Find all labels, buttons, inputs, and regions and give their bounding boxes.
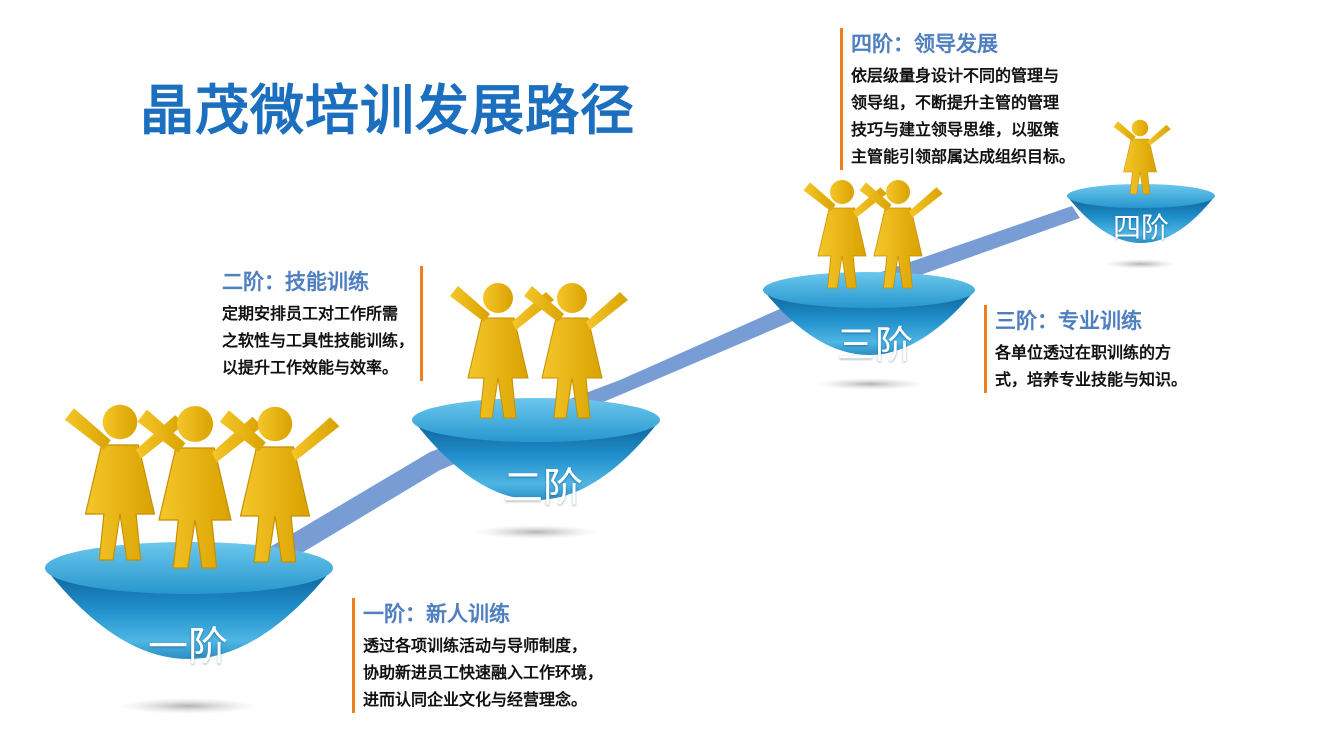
description-line: 各单位透过在职训练的方 — [995, 343, 1172, 362]
description-line: 技巧与建立领导思维，以驱策 — [851, 120, 1060, 139]
figure-group-4 — [1113, 119, 1172, 195]
stage-3-text: 各单位透过在职训练的方 式，培养专业技能与知识。 — [995, 339, 1187, 393]
stage-2-text: 定期安排员工对工作所需 之软性与工具性技能训练， 以提升工作效能与效率。 — [222, 300, 414, 381]
stage-4-badge: 四阶 — [1112, 211, 1169, 244]
platform-shadow — [816, 378, 924, 390]
stage-2-platform — [412, 282, 660, 539]
platform-top — [1067, 184, 1215, 208]
stage-4-platform — [1067, 119, 1215, 269]
stage-3-description: 三阶：专业训练 各单位透过在职训练的方 式，培养专业技能与知识。 — [984, 305, 1187, 393]
stage-4-text: 依层级量身设计不同的管理与 领导组，不断提升主管的管理 技巧与建立领导思维，以驱… — [851, 62, 1075, 170]
stage-2-description: 二阶：技能训练 定期安排员工对工作所需 之软性与工具性技能训练， 以提升工作效能… — [212, 266, 424, 381]
description-line: 之软性与工具性技能训练， — [222, 331, 415, 350]
stage-2-badge: 二阶 — [503, 465, 583, 511]
stage-3-badge: 三阶 — [836, 323, 913, 367]
description-line: 透过各项训练活动与导师制度， — [363, 636, 588, 655]
stage-1-badge: 一阶 — [148, 624, 228, 670]
platform-bowl — [1067, 196, 1215, 243]
progress-path — [248, 206, 1080, 572]
platform-bowl — [45, 568, 333, 659]
platform-shadow — [118, 698, 258, 714]
platform-top — [412, 398, 660, 442]
stage-3-heading: 三阶：专业训练 — [995, 309, 1142, 333]
description-line: 进而认同企业文化与经营理念。 — [363, 690, 588, 709]
stage-1-platform — [45, 404, 340, 714]
description-line: 式，培养专业技能与知识。 — [995, 370, 1188, 389]
stage-3-platform — [763, 179, 975, 390]
stage-4-description: 四阶：领导发展 依层级量身设计不同的管理与 领导组，不断提升主管的管理 技巧与建… — [840, 28, 1075, 170]
stage-1-text: 透过各项训练活动与导师制度， 协助新进员工快速融入工作环境， 进而认同企业文化与… — [363, 632, 603, 713]
person-figure — [859, 179, 944, 289]
platform-shadow — [474, 525, 598, 539]
person-figure — [1113, 119, 1172, 195]
platform-shadow — [1105, 259, 1177, 269]
platform-bowl — [763, 290, 975, 355]
stage-4-heading: 四阶：领导发展 — [851, 32, 998, 56]
description-line: 定期安排员工对工作所需 — [222, 304, 399, 323]
description-line: 协助新进员工快速融入工作环境， — [363, 663, 604, 682]
platform-top — [763, 272, 975, 308]
platform-bowl — [413, 420, 660, 500]
stage-2-heading: 二阶：技能训练 — [222, 270, 369, 294]
description-line: 以提升工作效能与效率。 — [222, 358, 399, 377]
description-line: 领导组，不断提升主管的管理 — [851, 93, 1060, 112]
stage-1-description: 一阶：新人训练 透过各项训练活动与导师制度， 协助新进员工快速融入工作环境， 进… — [352, 598, 603, 713]
page-title: 晶茂微培训发展路径 — [140, 79, 635, 142]
description-line: 依层级量身设计不同的管理与 — [851, 66, 1060, 85]
stage-1-heading: 一阶：新人训练 — [363, 602, 510, 626]
description-line: 主管能引领部属达成组织目标。 — [851, 147, 1076, 166]
